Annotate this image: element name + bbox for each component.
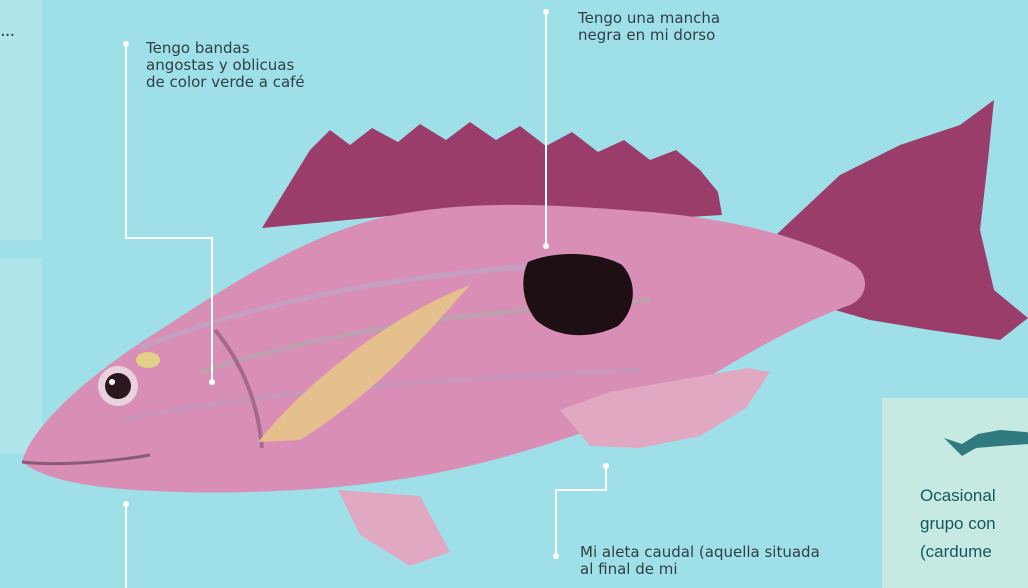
card-text: Ocasional grupo con (cardume bbox=[920, 482, 1028, 566]
fish-body bbox=[22, 205, 865, 493]
card-line-3: (cardume bbox=[920, 538, 1028, 566]
fish-icon bbox=[944, 414, 1028, 474]
card-line-2: grupo con bbox=[920, 510, 1028, 538]
black-spot bbox=[523, 254, 633, 335]
card-line-1: Ocasional bbox=[920, 482, 1028, 510]
callout-caudal-fin: Mi aleta caudal (aquella situada al fina… bbox=[580, 544, 830, 578]
pelvic-fin bbox=[338, 490, 450, 566]
callout-black-spot: Tengo una mancha negra en mi dorso bbox=[578, 10, 748, 44]
callout-bands: Tengo bandas angostas y oblicuas de colo… bbox=[146, 40, 316, 91]
